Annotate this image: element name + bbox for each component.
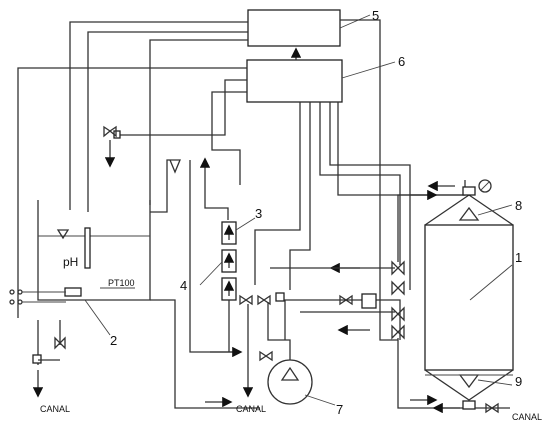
label-6: 6	[398, 54, 405, 69]
canal-mid: CANAL	[236, 404, 266, 414]
signal-line-5d	[340, 19, 398, 341]
ph-label: pH	[63, 255, 78, 269]
signal-line-6e	[289, 102, 311, 290]
valve-g	[391, 280, 405, 296]
bottom-fitting	[462, 400, 476, 410]
overflow-funnel	[150, 159, 181, 213]
feed-valve	[103, 125, 117, 138]
label-1: 1	[515, 250, 522, 265]
outlet-pipe	[150, 299, 260, 409]
label-9: 9	[515, 374, 522, 389]
ph-probe	[84, 227, 91, 269]
leader-8	[477, 204, 513, 216]
pressure-gauge	[478, 179, 492, 193]
pump-discharge	[284, 299, 401, 340]
label-7: 7	[336, 402, 343, 417]
signal-line-6d	[254, 102, 301, 285]
sample-valve	[54, 336, 66, 350]
pump-7	[267, 359, 313, 405]
valve-b	[257, 294, 271, 306]
canal-left: CANAL	[40, 404, 70, 414]
pt100-label: PT100	[108, 278, 135, 288]
tank-2	[37, 200, 151, 301]
label-4: 4	[180, 278, 187, 293]
signal-line-5a	[69, 21, 248, 210]
leader-5	[339, 14, 371, 29]
controller-box-6	[246, 59, 343, 103]
drain-valve	[32, 354, 42, 364]
signal-line-6f	[319, 102, 401, 265]
signal-line-6c	[211, 91, 247, 185]
valve-box	[361, 293, 377, 309]
heater-coil	[64, 287, 82, 297]
column-1	[424, 224, 514, 371]
label-2: 2	[110, 333, 117, 348]
column-bottom-cap	[424, 369, 514, 401]
leader-7	[304, 394, 336, 406]
label-3: 3	[255, 206, 262, 221]
level-sensor	[56, 229, 70, 240]
leader-6	[341, 61, 396, 79]
signal-line-6b	[118, 79, 247, 136]
valve-e	[339, 294, 353, 306]
top-fitting	[462, 186, 476, 196]
label-5: 5	[372, 8, 379, 23]
drain-valve-right	[485, 402, 499, 414]
canal-right: CANAL	[512, 412, 542, 422]
switch-2	[9, 299, 15, 305]
signal-line-6a	[17, 67, 247, 318]
switch-1	[9, 289, 15, 295]
signal-line-6g	[329, 102, 411, 290]
signal-line-5b	[87, 31, 248, 212]
valve-c	[275, 292, 285, 302]
leader-1	[469, 264, 513, 301]
valve-f	[391, 260, 405, 276]
leader-3	[235, 217, 256, 231]
valve-h	[391, 306, 405, 322]
valve-i	[391, 324, 405, 340]
valve-a	[239, 294, 253, 306]
signal-line-6h	[337, 102, 465, 196]
leader-2	[84, 299, 111, 336]
leader-4	[199, 261, 223, 286]
leader-9	[477, 379, 513, 386]
valve-d	[259, 350, 273, 362]
signal-line-5c	[149, 39, 248, 205]
controller-box-5	[247, 9, 341, 47]
label-8: 8	[515, 198, 522, 213]
